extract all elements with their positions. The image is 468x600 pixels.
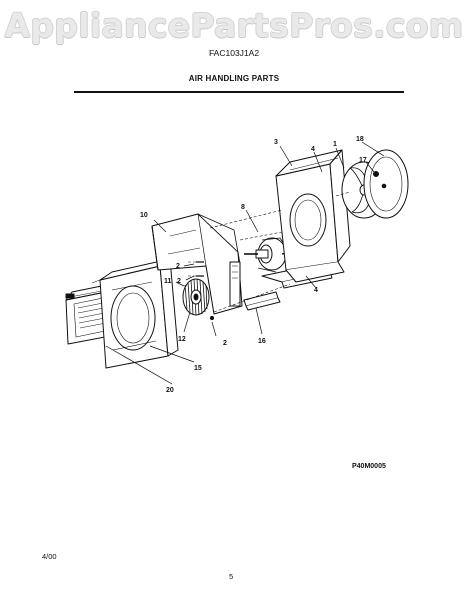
callout-4-bottom: 4 <box>314 287 318 294</box>
part-clip-nut <box>373 171 387 189</box>
callout-1: 1 <box>333 141 337 148</box>
watermark-logo: AppliancePartsPros.com <box>4 6 464 45</box>
callout-17: 17 <box>359 157 367 164</box>
part-base-bracket <box>243 291 281 311</box>
part-shroud-ring <box>363 149 409 219</box>
callout-2-middle: 2 <box>177 278 181 285</box>
callout-16: 16 <box>258 338 266 345</box>
model-number: FAC103J1A2 <box>208 48 260 58</box>
title-rule <box>74 91 404 93</box>
callout-3: 3 <box>274 139 278 146</box>
callout-2-lower: 2 <box>223 340 227 347</box>
part-fan-motor <box>244 237 299 273</box>
callout-4-top: 4 <box>311 146 315 153</box>
callout-8: 8 <box>241 204 245 211</box>
section-title: AIR HANDLING PARTS <box>188 74 280 83</box>
figure-id: P40M0005 <box>352 463 386 470</box>
callout-15: 15 <box>194 365 202 372</box>
part-blower-scroll <box>151 213 243 315</box>
page-number: 5 <box>229 572 234 581</box>
leader-lines <box>105 141 385 385</box>
part-front-housing <box>91 258 179 369</box>
part-rear-partition <box>275 149 351 283</box>
part-blower-wheel <box>182 278 210 316</box>
callout-11: 11 <box>164 278 172 285</box>
revision-date: 4/00 <box>42 552 57 561</box>
callout-10: 10 <box>140 212 148 219</box>
callout-18: 18 <box>356 136 364 143</box>
callout-2-upper: 2 <box>176 263 180 270</box>
callout-20: 20 <box>166 387 174 394</box>
part-screws <box>196 261 215 321</box>
assembly-lines <box>188 191 351 313</box>
callout-12: 12 <box>178 336 186 343</box>
